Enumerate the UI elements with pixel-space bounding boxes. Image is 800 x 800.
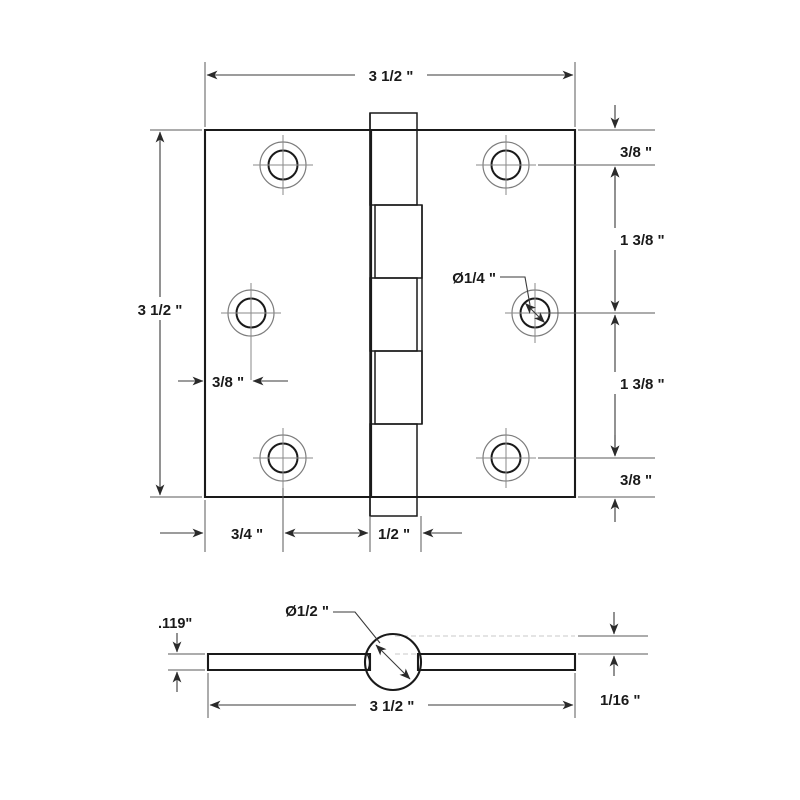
front-view-screw-holes: [221, 135, 565, 488]
knuckle-diameter-leader: [333, 611, 381, 644]
knuckle-diameter-label: Ø1/2 ": [285, 603, 329, 620]
knuckle-segment-4: [374, 350, 423, 425]
edge-view-geometry: [206, 632, 577, 692]
edge-view-left-leaf: [206, 652, 372, 672]
hole-diameter-arrow: [525, 303, 545, 323]
knuckle-diameter-arrow: [375, 644, 411, 680]
hole-column-offset-label: 3/4 ": [231, 526, 263, 543]
hole-diameter-leader: [500, 276, 531, 306]
front-view-dimensions: 3 1/2 " 3 1/2 " 3/8 " 1 3/8 " 1 3/8 ": [126, 62, 682, 552]
bottom-right-screw-hole: [476, 428, 536, 488]
middle-left-screw-hole: [221, 283, 281, 380]
knuckle-segment-2: [374, 204, 423, 279]
left-edge-to-hole-label: 3/8 ": [212, 374, 244, 391]
top-right-screw-hole: [476, 135, 536, 195]
knuckle-segment-3: [369, 277, 418, 352]
hole-spacing-lower-label: 1 3/8 ": [620, 376, 665, 393]
overall-height-label: 3 1/2 ": [138, 302, 183, 319]
pin-offset-label: 1/16 ": [600, 692, 640, 709]
edge-view-leaf-relief: [365, 651, 371, 671]
edge-view-length-label: 3 1/2 ": [370, 698, 415, 715]
top-left-screw-hole: [253, 135, 313, 195]
knuckle-segment-1: [369, 112, 418, 206]
hole-spacing-upper-label: 1 3/8 ": [620, 232, 665, 249]
knuckle-width-label: 1/2 ": [378, 526, 410, 543]
edge-view-knuckle-circle: [363, 632, 423, 692]
top-edge-to-hole-label: 3/8 ": [620, 144, 652, 161]
screw-hole-diameter-label: Ø1/4 ": [452, 270, 496, 287]
overall-width-label: 3 1/2 ": [369, 68, 414, 85]
edge-view-dimensions: .119" Ø1/2 " 3 1/2 " 1/16 ": [158, 603, 648, 718]
knuckle-segment-5: [369, 423, 418, 517]
edge-view-right-leaf: [416, 652, 577, 672]
right-leaf-outline: [369, 128, 577, 499]
front-view-geometry: [203, 112, 577, 517]
leaf-thickness-label: .119": [158, 616, 192, 632]
bottom-hole-to-edge-label: 3/8 ": [620, 472, 652, 489]
bottom-left-screw-hole: [253, 428, 313, 488]
